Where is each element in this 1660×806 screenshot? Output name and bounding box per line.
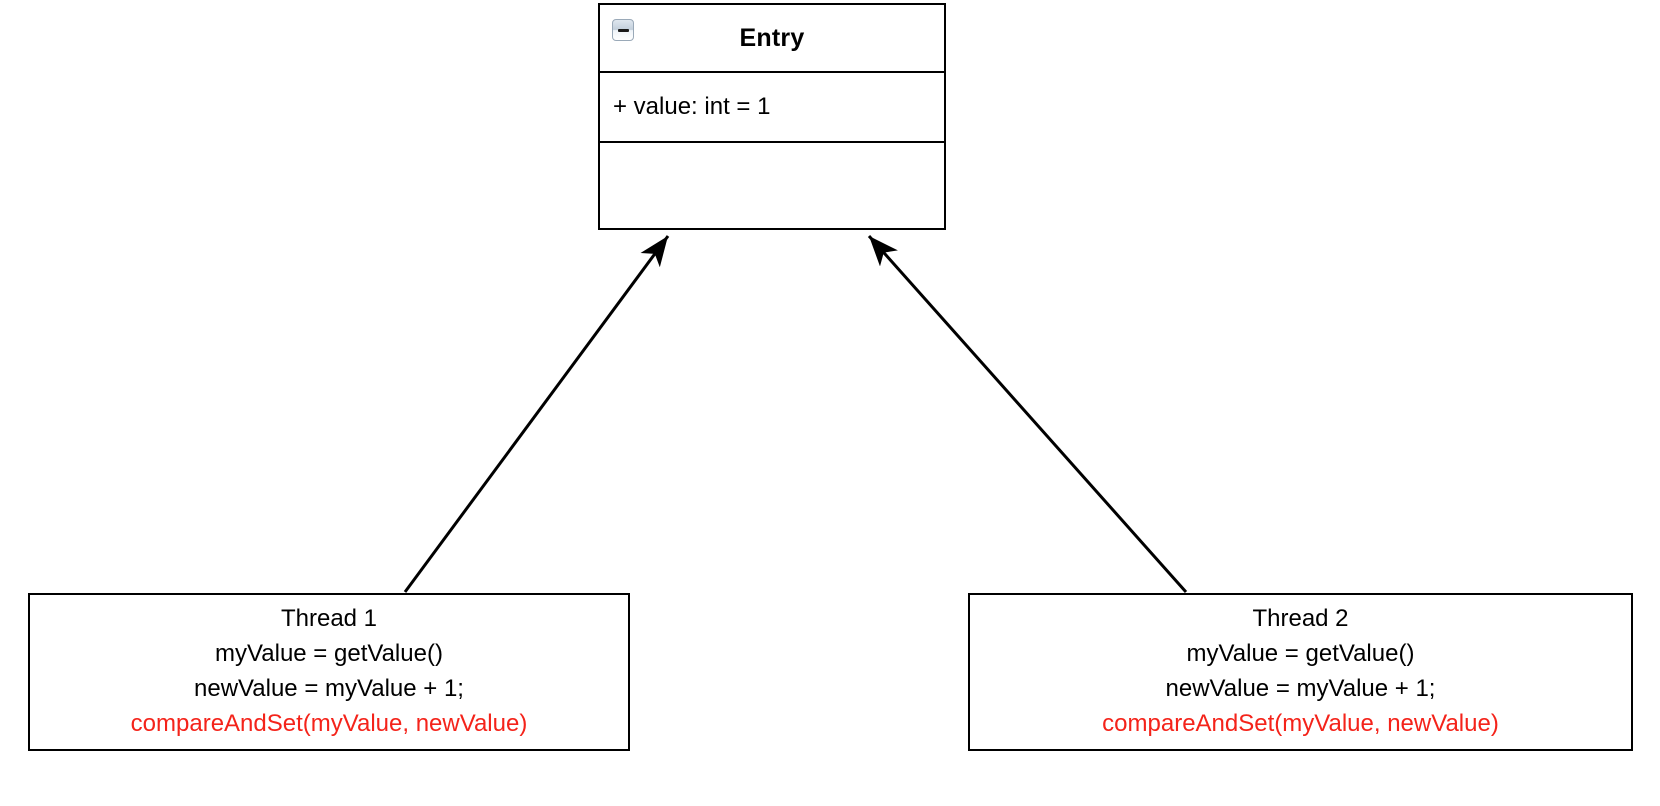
thread-box-2[interactable]: Thread 2 myValue = getValue() newValue =…: [968, 593, 1633, 751]
uml-attributes-compartment: + value: int = 1: [600, 73, 944, 143]
uml-class-header: Entry: [600, 5, 944, 73]
thread-1-line-2: myValue = getValue(): [215, 640, 443, 667]
thread-box-1[interactable]: Thread 1 myValue = getValue() newValue =…: [28, 593, 630, 751]
uml-class-name: Entry: [739, 23, 805, 52]
thread-2-line-3: newValue = myValue + 1;: [1165, 675, 1436, 702]
uml-operations-compartment: [600, 143, 944, 228]
minus-icon[interactable]: [612, 19, 634, 41]
connector-thread-2-to-entry: [867, 235, 1188, 593]
minus-glyph: [617, 28, 629, 32]
thread-1-line-4: compareAndSet(myValue, newValue): [130, 710, 528, 737]
thread-2-line-2: myValue = getValue(): [1186, 640, 1415, 667]
thread-1-line-1: Thread 1: [280, 605, 378, 632]
uml-attribute-row: + value: int = 1: [613, 93, 771, 120]
uml-class-entry[interactable]: Entry + value: int = 1: [598, 3, 946, 230]
thread-2-line-4: compareAndSet(myValue, newValue): [1102, 710, 1499, 737]
thread-2-line-1: Thread 2: [1252, 605, 1349, 632]
connector-thread-1-to-entry: [403, 235, 670, 593]
thread-1-line-3: newValue = myValue + 1;: [194, 675, 464, 702]
